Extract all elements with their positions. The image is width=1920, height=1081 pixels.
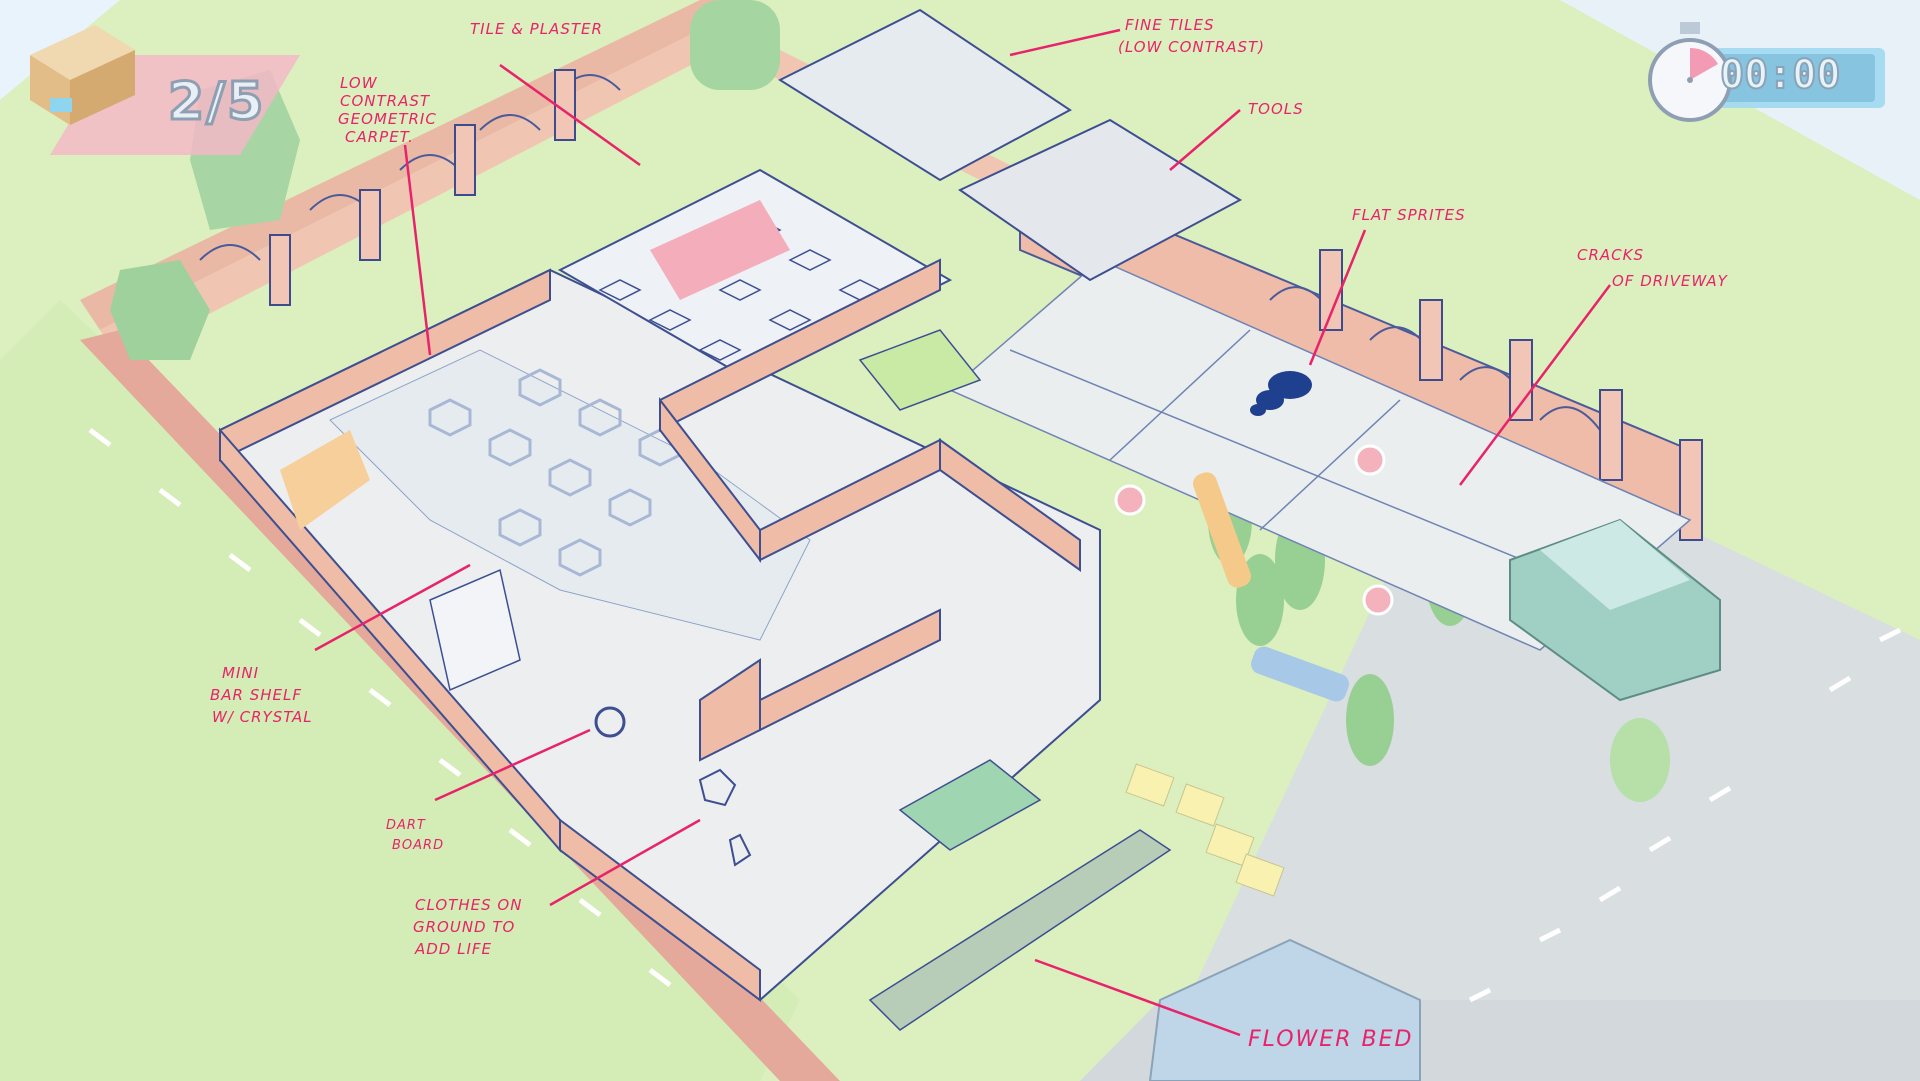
house-walls xyxy=(219,258,1081,1002)
annotation-mini-bar-3: W/ CRYSTAL xyxy=(212,708,313,726)
timer: 00:00 xyxy=(1630,10,1900,120)
annotation-fine-tiles-1: FINE TILES xyxy=(1125,16,1215,34)
stopwatch-group xyxy=(1648,22,1885,122)
stepping-stones xyxy=(1125,763,1285,897)
road-markings xyxy=(88,428,1902,1003)
annotation-flower-bed: FLOWER BED xyxy=(1248,1027,1414,1052)
annotation-arrows xyxy=(314,28,1611,1037)
mini-bar-shelf xyxy=(429,568,521,692)
annotation-carpet-3: GEOMETRIC xyxy=(338,110,437,128)
counter-banner xyxy=(30,25,300,155)
kitchen-island xyxy=(650,200,790,300)
car xyxy=(1509,518,1721,702)
carpet-pattern xyxy=(428,368,682,577)
annotation-flat-sprites: FLAT SPRITES xyxy=(1352,206,1466,224)
play-tunnel xyxy=(1193,472,1349,702)
timer-value: 00:00 xyxy=(1719,51,1841,99)
dart-board xyxy=(594,706,626,738)
annotation-clothes-1: CLOTHES ON xyxy=(415,896,523,914)
annotation-cracks-1: CRACKS xyxy=(1577,246,1644,264)
annotation-tools: TOOLS xyxy=(1248,100,1304,118)
fence-pillars xyxy=(269,69,1703,541)
annotation-carpet-4: CARPET. xyxy=(345,128,414,146)
annotation-carpet-1: LOW xyxy=(340,74,378,92)
annotation-dart-2: BOARD xyxy=(392,838,445,853)
bathroom-floor xyxy=(777,8,1072,182)
clothes-on-ground xyxy=(698,768,752,867)
bed xyxy=(898,759,1042,851)
annotation-cracks-2: OF DRIVEWAY xyxy=(1612,272,1728,290)
stopwatch-icon xyxy=(1648,22,1732,122)
annotation-carpet-2: CONTRAST xyxy=(340,92,431,110)
delivery-count: 2/5 xyxy=(166,71,266,134)
annotation-dart-1: DART xyxy=(386,818,426,833)
road xyxy=(1160,420,1920,1081)
pool xyxy=(1148,938,1421,1081)
package-counter: 2/5 xyxy=(20,20,280,160)
annotation-clothes-2: GROUND TO xyxy=(413,918,516,936)
beach-balls xyxy=(1114,444,1394,616)
annotation-fine-tiles-2: (LOW CONTRAST) xyxy=(1118,38,1266,56)
oil-stain xyxy=(1250,371,1312,416)
garage-floor xyxy=(957,118,1243,282)
annotation-clothes-3: ADD LIFE xyxy=(415,940,493,958)
package-box-icon xyxy=(30,25,135,125)
annotation-tile-plaster: TILE & PLASTER xyxy=(470,20,603,38)
annotation-mini-bar-1: MINI xyxy=(222,664,260,682)
flower-bed xyxy=(868,829,1172,1031)
dining-table xyxy=(858,329,982,411)
annotation-mini-bar-2: BAR SHELF xyxy=(210,686,303,704)
sofa xyxy=(280,430,370,530)
